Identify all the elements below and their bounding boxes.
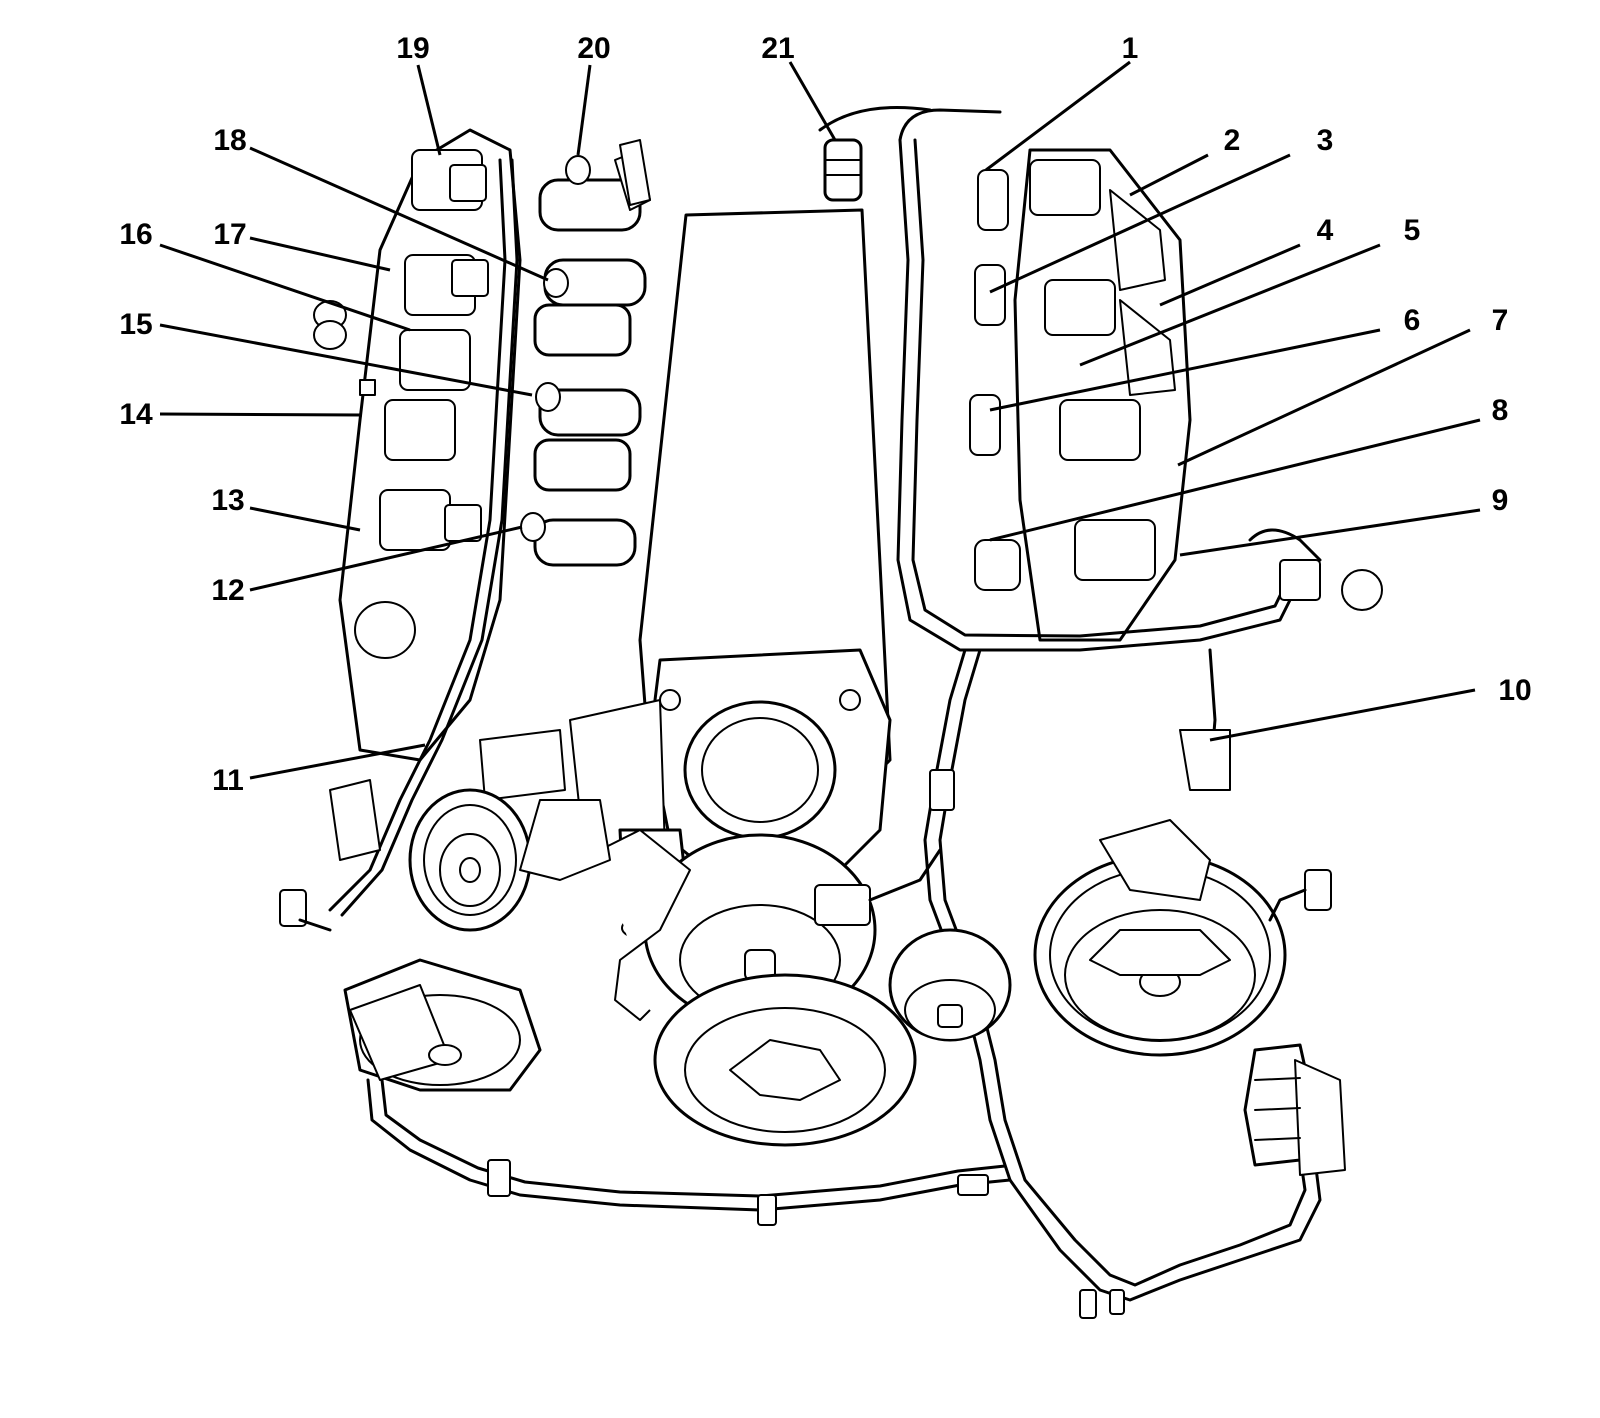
engine-illustration [279, 106, 1383, 1319]
callout-15: 15 [119, 308, 152, 341]
callout-16: 16 [119, 218, 152, 251]
callout-11: 11 [212, 764, 244, 797]
top-sensor [823, 138, 863, 202]
callout-1: 1 [1122, 32, 1139, 65]
callout-6: 6 [1404, 304, 1421, 337]
right-injectors [969, 169, 1021, 591]
callout-9: 9 [1492, 484, 1509, 517]
leader-line-13 [249, 506, 361, 532]
callout-7: 7 [1492, 304, 1509, 337]
leader-line-8 [989, 418, 1481, 542]
pulleys [343, 788, 1287, 1147]
left-upper-details [313, 139, 651, 659]
leader-line-1 [985, 60, 1131, 172]
leader-line-16 [159, 243, 411, 332]
leader-line-3 [989, 153, 1291, 294]
leader-line-4 [1159, 243, 1301, 307]
callout-labels: 1 2 3 4 5 6 7 8 9 10 11 12 13 14 15 16 1… [119, 32, 1531, 797]
callout-19: 19 [396, 32, 429, 65]
leader-line-15 [159, 323, 533, 397]
callout-18: 18 [213, 124, 246, 157]
front-cover [329, 779, 691, 1021]
callout-14: 14 [119, 398, 153, 431]
callout-12: 12 [211, 574, 244, 607]
callout-20: 20 [577, 32, 610, 65]
leader-line-21 [788, 61, 837, 141]
leader-line-20 [576, 64, 592, 156]
leader-line-6 [989, 328, 1381, 412]
leader-line-9 [1179, 508, 1481, 557]
right-cylinder-bank [1013, 148, 1192, 642]
callout-17: 17 [213, 218, 246, 251]
side-connectors [279, 848, 1332, 1319]
right-harness [818, 106, 1383, 791]
callout-4: 4 [1317, 214, 1334, 247]
left-injector-rails [520, 149, 651, 567]
lower-harness-loop [366, 1078, 1012, 1226]
leader-line-2 [1129, 153, 1209, 197]
callout-5: 5 [1404, 214, 1421, 247]
leader-line-17 [249, 236, 391, 272]
leader-line-19 [416, 64, 442, 156]
leader-line-7 [1177, 328, 1471, 467]
leader-line-11 [249, 743, 426, 780]
callout-10: 10 [1498, 674, 1531, 707]
callout-13: 13 [211, 484, 244, 517]
leader-line-12 [249, 525, 523, 592]
callout-leader-lines [159, 60, 1481, 780]
leader-line-18 [249, 146, 549, 282]
leader-line-10 [1209, 688, 1476, 742]
callout-8: 8 [1492, 394, 1509, 427]
leader-line-14 [159, 412, 363, 417]
callout-2: 2 [1224, 124, 1241, 157]
callout-3: 3 [1317, 124, 1334, 157]
leader-line-5 [1079, 243, 1381, 367]
callout-21: 21 [761, 32, 794, 65]
throttle-body [479, 648, 892, 882]
pcm-connector [1243, 1043, 1346, 1176]
